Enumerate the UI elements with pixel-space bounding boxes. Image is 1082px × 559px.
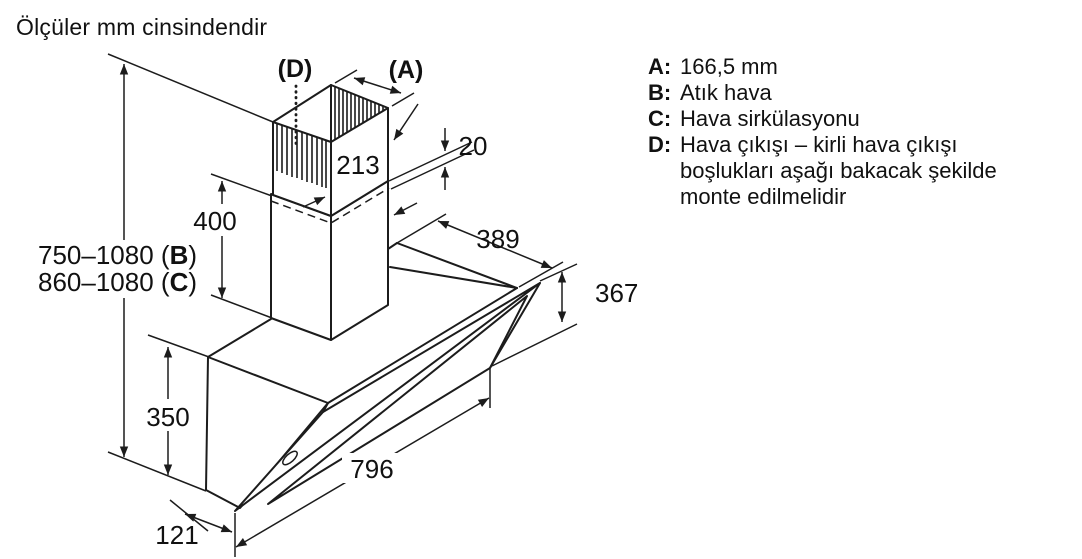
- legend-text-d2: boşlukları aşağı bakacak şekilde: [680, 158, 997, 183]
- joint-dashed-line: [270, 187, 390, 224]
- legend-item-d-line1: D: Hava çıkışı – kirli hava çıkışı: [648, 132, 997, 158]
- dim-width: 796: [234, 369, 491, 557]
- legend-key-a: A:: [648, 54, 672, 79]
- dim-width-value: 796: [350, 454, 393, 484]
- dim-front-height: 367: [491, 263, 638, 367]
- legend-text-b: Atık hava: [680, 80, 772, 105]
- legend-text-d1: Hava çıkışı – kirli hava çıkışı: [680, 132, 958, 157]
- dim-joint-gap: 20: [388, 128, 488, 190]
- height-recirc-label: 860–1080 (C): [38, 269, 197, 296]
- height-exhaust-range: 750–1080 (: [38, 240, 170, 270]
- dim-bottom-depth: 121: [155, 499, 233, 550]
- dim-duct-height: 400: [185, 173, 273, 319]
- height-recirc-range: 860–1080 (: [38, 267, 170, 297]
- label-duct-depth-a: (A): [334, 56, 424, 141]
- dim-duct-width-value: 213: [336, 150, 379, 180]
- dim-duct-height-value: 400: [193, 206, 236, 236]
- drawing-units-note: Ölçüler mm cinsindendir: [16, 14, 268, 40]
- height-exhaust-label: 750–1080 (B): [38, 242, 197, 269]
- glass-right-edge: [489, 282, 541, 369]
- legend-key-d: D:: [648, 132, 672, 157]
- chimney-duct: [270, 84, 390, 341]
- label-air-outlet-d: (D): [278, 55, 313, 148]
- legend-item-a: A: 166,5 mm: [648, 54, 997, 80]
- label-d-text: (D): [278, 55, 313, 83]
- dim-top-depth-value: 389: [476, 224, 519, 254]
- legend-text-d3: monte edilmelidir: [680, 184, 847, 209]
- dim-duct-width: 213: [302, 150, 418, 216]
- dim-body-height: 350: [138, 334, 210, 475]
- dim-joint-gap-value: 20: [459, 131, 488, 161]
- label-a-text: (A): [389, 56, 424, 84]
- height-exhaust-letter: B: [169, 240, 189, 270]
- height-recirc-close: ): [188, 267, 198, 297]
- legend-text-a: 166,5 mm: [680, 54, 778, 79]
- legend-key-c: C:: [648, 106, 672, 131]
- legend-key-b: B:: [648, 80, 672, 105]
- dim-front-height-value: 367: [595, 278, 638, 308]
- legend-item-b: B: Atık hava: [648, 80, 997, 106]
- legend: A: 166,5 mm B: Atık hava C: Hava sirkülasyo…: [648, 54, 997, 210]
- legend-text-c: Hava sirkülasyonu: [680, 106, 860, 131]
- legend-item-c: C: Hava sirkülasyonu: [648, 106, 997, 132]
- dim-bottom-depth-value: 121: [155, 520, 198, 550]
- dim-top-depth: 389: [396, 213, 564, 288]
- vent-hatch-right: [334, 87, 384, 140]
- dim-body-height-value: 350: [146, 402, 189, 432]
- vent-hatch-left: [276, 123, 327, 188]
- mounting-height-labels: 750–1080 (B) 860–1080 (C): [38, 240, 202, 298]
- legend-item-d: D: Hava çıkışı – kirli hava çıkışı boşluk…: [648, 132, 997, 210]
- height-recirc-letter: C: [169, 267, 189, 297]
- height-exhaust-close: ): [188, 240, 198, 270]
